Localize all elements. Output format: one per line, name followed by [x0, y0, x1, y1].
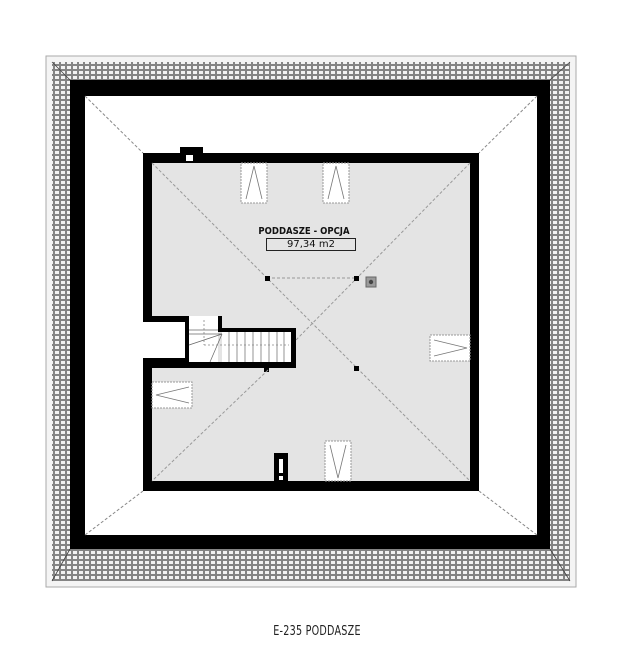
stair-post — [264, 367, 269, 372]
drawing-caption: E-235 PODDASZE — [273, 624, 361, 639]
room-area: 97,34 m2 — [266, 238, 356, 251]
stair-steps — [188, 329, 285, 363]
room-name: PODDASZE - OPCJA — [258, 226, 350, 237]
hip-lines-outer — [51, 61, 571, 582]
skylights — [151, 162, 471, 482]
staircase-run — [222, 332, 291, 362]
room-diagonals — [151, 162, 471, 482]
chimney-flue — [186, 155, 193, 161]
skylight-symbols — [155, 165, 468, 479]
columns — [265, 276, 359, 371]
staircase-landing — [189, 316, 218, 362]
ridge-lines — [84, 95, 538, 536]
